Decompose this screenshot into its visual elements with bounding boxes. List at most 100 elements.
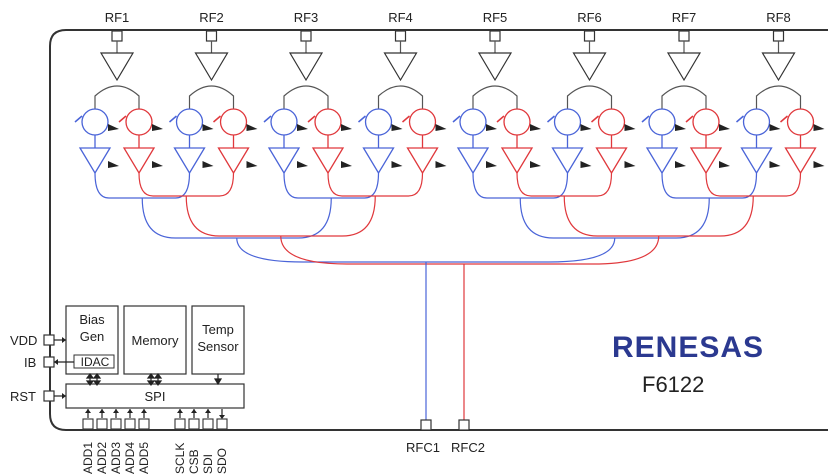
vga-path2 (217, 147, 250, 175)
pin-sdi: SDI (201, 409, 215, 474)
splitter (755, 85, 802, 110)
phase-shifter-path2 (408, 108, 437, 136)
rf-label-7: RF7 (672, 10, 697, 25)
phase-shifter-path2 (786, 108, 815, 136)
rfc2-port: RFC2 (451, 419, 485, 455)
rf-pad (772, 30, 785, 42)
front-amp (572, 52, 607, 82)
phase-shifter-path1 (459, 108, 487, 136)
front-amp (383, 52, 418, 82)
part-number: F6122 (642, 372, 704, 397)
rst-label: RST (10, 389, 36, 404)
vdd-label: VDD (10, 333, 37, 348)
pin-add5: ADD5 (137, 409, 151, 474)
pin-label-sclk: SCLK (173, 443, 187, 474)
vga-path1 (645, 147, 679, 175)
rf-label-4: RF4 (388, 10, 413, 25)
ib-pin: IB (24, 355, 74, 370)
pin-sclk: SCLK (173, 409, 187, 474)
front-amp (477, 52, 513, 82)
phase-shifter-path1 (81, 108, 109, 136)
bias-gen-block: Bias Gen IDAC (65, 305, 119, 375)
rf-pad (394, 30, 407, 42)
pin-label-csb: CSB (187, 449, 201, 474)
rf-channel-7 (641, 30, 730, 175)
rf-pad (205, 30, 218, 42)
rf-label-8: RF8 (766, 10, 791, 25)
phase-shifter-path2 (125, 108, 153, 136)
channel-array (74, 30, 825, 175)
splitter (188, 85, 235, 110)
temp-sensor-label-2: Sensor (197, 339, 239, 354)
spi-label: SPI (145, 389, 166, 404)
vdd-pin: VDD (10, 333, 66, 348)
memory-block: Memory (123, 305, 187, 375)
vga-path1 (173, 147, 206, 175)
pin-label-add3: ADD3 (109, 442, 123, 474)
vga-path1 (267, 147, 301, 175)
splitter (566, 85, 613, 110)
rfc2-label: RFC2 (451, 440, 485, 455)
splitter (94, 85, 140, 110)
vga-path1 (78, 147, 112, 175)
block-spi-arrows (85, 373, 223, 386)
ib-label: IB (24, 355, 36, 370)
rf-channel-3 (263, 30, 352, 175)
phase-shifter-path2 (219, 108, 248, 136)
bias-gen-label-2: Gen (80, 329, 105, 344)
splitter (661, 85, 707, 110)
pin-label-add2: ADD2 (95, 442, 109, 474)
front-amp (666, 52, 702, 82)
phase-shifter-path1 (553, 108, 582, 136)
splitter (377, 85, 424, 110)
rf-channel-8 (736, 30, 825, 175)
rf-pad (583, 30, 596, 42)
vga-path1 (551, 147, 584, 175)
pin-add1: ADD1 (81, 409, 95, 474)
rf-channel-6 (547, 30, 636, 175)
splitter (472, 85, 518, 110)
front-amp (761, 52, 796, 82)
phase-shifter-path2 (597, 108, 626, 136)
pin-label-sdi: SDI (201, 454, 215, 474)
phase-shifter-path1 (742, 108, 771, 136)
rf-pad (111, 30, 123, 42)
pin-sdo: SDO (215, 409, 229, 474)
rf-label-2: RF2 (199, 10, 224, 25)
front-amp (99, 52, 135, 82)
front-amp (288, 52, 324, 82)
phase-shifter-path1 (364, 108, 393, 136)
temp-sensor-block: Temp Sensor (191, 305, 245, 375)
rf-label-1: RF1 (105, 10, 130, 25)
temp-sensor-label-1: Temp (202, 322, 234, 337)
renesas-logo: RENESAS (612, 331, 764, 364)
vga-path2 (122, 147, 156, 175)
rf-channel-1 (74, 30, 163, 175)
rf-pad (300, 30, 312, 42)
idac-label: IDAC (81, 355, 110, 369)
vga-path2 (311, 147, 345, 175)
spi-block: SPI (65, 383, 245, 409)
vga-path2 (784, 147, 817, 175)
vga-path2 (406, 147, 439, 175)
pin-add4: ADD4 (123, 409, 137, 474)
pin-csb: CSB (187, 409, 201, 474)
pin-add2: ADD2 (95, 409, 109, 474)
rst-pin: RST (10, 389, 66, 404)
rf-label-3: RF3 (294, 10, 319, 25)
rf-pad (678, 30, 690, 42)
phase-shifter-path1 (175, 108, 204, 136)
rf-channel-5 (452, 30, 541, 175)
pin-add3: ADD3 (109, 409, 123, 474)
phase-shifter-path1 (270, 108, 298, 136)
bias-gen-label-1: Bias (79, 312, 105, 327)
chip-outline (49, 29, 828, 431)
phase-shifter-path2 (314, 108, 342, 136)
rfc1-port: RFC1 (406, 419, 440, 455)
vga-path1 (456, 147, 490, 175)
phase-shifter-path2 (503, 108, 531, 136)
splitter (283, 85, 329, 110)
rfc1-label: RFC1 (406, 440, 440, 455)
